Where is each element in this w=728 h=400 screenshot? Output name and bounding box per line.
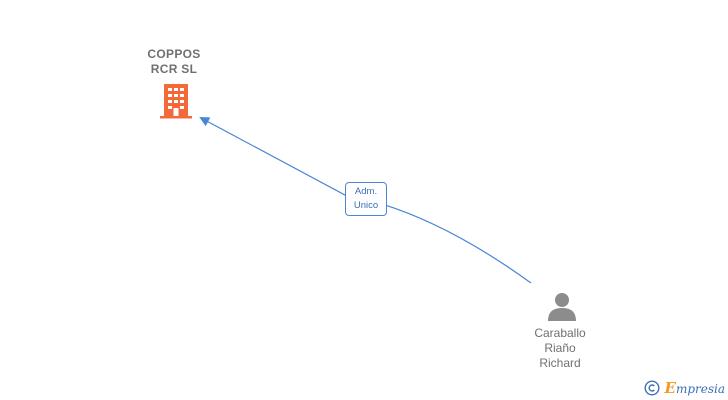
role-line2: Unico (353, 200, 379, 211)
role-badge[interactable]: Adm. Unico (345, 182, 387, 216)
person-name-line1: Caraballo (534, 326, 586, 340)
brand-name: Empresia (665, 379, 726, 397)
brand-initial: E (664, 379, 676, 397)
brand-rest: mpresia (675, 382, 725, 396)
company-name[interactable]: COPPOS RCR SL (124, 47, 224, 77)
building-icon[interactable] (159, 83, 193, 119)
company-name-line1: COPPOS (147, 47, 201, 61)
person-icon[interactable] (546, 290, 578, 322)
copyright-icon (643, 380, 660, 396)
role-line1: Adm. (354, 186, 378, 197)
person-name-line2: Riaño (544, 341, 576, 355)
company-name-line2: RCR SL (150, 62, 198, 76)
brand-logo: Empresia (643, 378, 726, 398)
person-name-line3: Richard (539, 356, 581, 370)
person-name[interactable]: Caraballo Riaño Richard (505, 326, 615, 371)
